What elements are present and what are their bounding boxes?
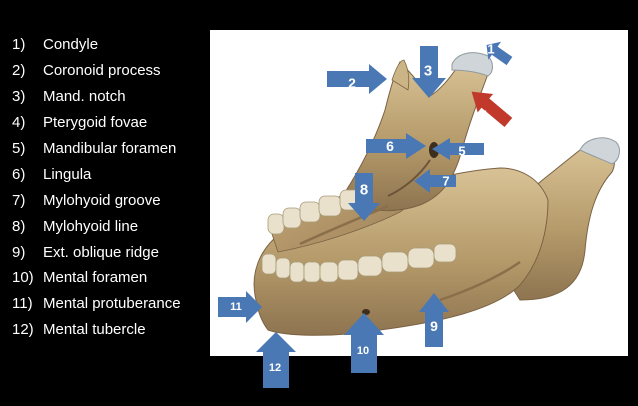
- legend-item: 1) Condyle: [12, 32, 181, 58]
- legend-item: 7) Mylohyoid groove: [12, 187, 181, 213]
- legend-label: Ext. oblique ridge: [43, 243, 159, 261]
- legend-number: 2): [12, 62, 26, 80]
- arrow-8: 8: [348, 173, 380, 221]
- legend-item: 11) Mental protuberance: [12, 291, 181, 317]
- legend-number: 4): [12, 114, 26, 132]
- legend-label: Mental protuberance: [43, 295, 181, 313]
- external-oblique-ridge: [439, 260, 521, 302]
- tooth: [337, 259, 359, 281]
- arrow-2-label: 2: [348, 75, 356, 91]
- mylohyoid-groove: [387, 159, 431, 197]
- legend-number: 12): [12, 321, 34, 339]
- tooth: [381, 251, 409, 273]
- arrow-4-label: 4: [481, 108, 488, 122]
- legend-label: Mylohyoid groove: [43, 191, 161, 209]
- arrow-10-label: 10: [357, 345, 369, 357]
- legend-number: 5): [12, 140, 26, 157]
- legend-number: 11): [12, 295, 33, 313]
- arrow-12: 12: [256, 332, 296, 388]
- tooth: [282, 207, 302, 229]
- arrow-10: 10: [344, 313, 384, 373]
- legend-number: 8): [12, 217, 26, 235]
- tooth: [303, 261, 321, 283]
- legend-item: 2) Coronoid process: [12, 58, 181, 84]
- tooth: [357, 255, 383, 277]
- tooth: [275, 257, 291, 279]
- arrow-5: 5: [432, 138, 484, 160]
- tooth: [407, 247, 435, 269]
- legend-item: 3) Mand. notch: [12, 84, 181, 110]
- legend-label: Mental tubercle: [43, 321, 146, 339]
- arrow-3-label: 3: [424, 63, 432, 80]
- legend-label: Mental foramen: [43, 269, 148, 287]
- legend-label: Mylohyoid line: [43, 217, 139, 235]
- legend-item: 9) Ext. oblique ridge: [12, 239, 181, 265]
- legend-number: 7): [12, 191, 26, 209]
- legend-number: 6): [12, 165, 26, 183]
- arrow-5-label: 5: [458, 144, 465, 159]
- legend-label: Mand. notch: [43, 88, 126, 106]
- arrow-4: 4: [471, 91, 513, 128]
- legend-item: 12) Mental tubercle: [12, 317, 181, 343]
- arrow-3: 3: [412, 46, 446, 98]
- legend-item: 6) Lingula: [12, 161, 181, 187]
- left-condyle-cap: [451, 52, 493, 77]
- tooth: [319, 261, 339, 283]
- legend-label: Lingula: [43, 165, 92, 183]
- arrow-12-label: 12: [269, 362, 281, 374]
- legend-label: Condyle: [43, 36, 99, 54]
- legend-number: 9): [12, 243, 26, 261]
- tooth: [433, 243, 457, 263]
- arrow-1: 1: [486, 42, 513, 66]
- legend-label: Coronoid process: [43, 62, 161, 80]
- tooth: [267, 213, 285, 235]
- arrow-9: 9: [419, 293, 449, 347]
- arrow-6: 6: [366, 133, 426, 159]
- arrow-7-label: 7: [442, 174, 449, 189]
- tooth: [299, 201, 321, 223]
- tooth: [318, 195, 342, 217]
- legend-item: 8) Mylohyoid line: [12, 213, 181, 239]
- arrow-11-label: 11: [230, 301, 242, 313]
- legend-number: 3): [12, 88, 26, 106]
- arrow-6-label: 6: [386, 138, 394, 154]
- legend-item: 4) Pterygoid fovae: [12, 110, 181, 136]
- legend-item: 10) Mental foramen: [12, 265, 181, 291]
- tooth: [261, 253, 277, 275]
- legend-label: Mandibular foramen: [43, 140, 177, 157]
- structure-legend: 1) Condyle 2) Coronoid process 3) Mand. not…: [12, 32, 181, 343]
- mylohyoid-line: [299, 204, 389, 246]
- coronoid-tip: [391, 59, 410, 91]
- legend-item: 5) Mandibular foramen: [12, 136, 181, 162]
- mandible-bone: [253, 52, 620, 336]
- legend-number: 1): [12, 36, 26, 54]
- tooth: [289, 261, 305, 283]
- legend-label: Pterygoid fovae: [43, 114, 148, 132]
- teeth: [261, 189, 457, 283]
- legend-number: 10): [12, 269, 34, 287]
- arrow-8-label: 8: [360, 182, 368, 199]
- right-condyle: [579, 137, 620, 165]
- arrow-1-label: 1: [487, 42, 494, 57]
- arrow-9-label: 9: [430, 318, 438, 334]
- arrow-2: 2: [327, 64, 387, 94]
- arrow-11: 11: [218, 291, 262, 323]
- arrow-7: 7: [414, 169, 456, 193]
